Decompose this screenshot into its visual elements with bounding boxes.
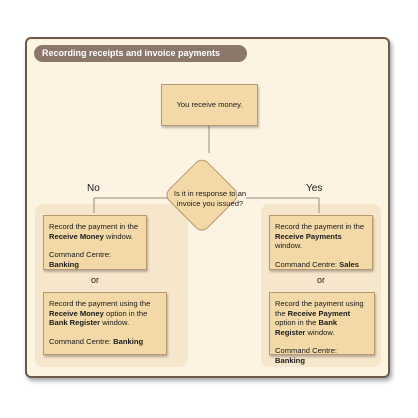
start-text: You receive money. — [176, 100, 243, 110]
receive-payments-command-centre: Command Centre: Sales — [275, 259, 360, 269]
diagram-title: Recording receipts and invoice payments — [34, 45, 247, 62]
start-box: You receive money. — [161, 84, 258, 126]
receive-payments-box: Record the payment in the Receive Paymen… — [269, 215, 373, 270]
bank-register-payment-box: Record the payment using the Receive Pay… — [269, 292, 375, 365]
receive-money-box: Record the payment in the Receive Money … — [43, 215, 147, 270]
bank-register-money-instruction: Record the payment using the Receive Mon… — [49, 299, 151, 328]
left-or-label: or — [90, 275, 99, 285]
no-label: No — [87, 183, 100, 194]
decision-diamond — [166, 159, 238, 231]
bank-register-payment-command-centre: Command Centre: Banking — [275, 346, 338, 365]
right-or-label: or — [316, 275, 325, 285]
bank-register-payment-instruction: Record the payment using the Receive Pay… — [275, 299, 364, 337]
bank-register-money-box: Record the payment using the Receive Mon… — [43, 292, 167, 355]
decision-text: Is it in response to an invoice you issu… — [173, 189, 247, 208]
connector-lines — [93, 126, 320, 231]
receive-payments-instruction: Record the payment in the Receive Paymen… — [275, 222, 365, 251]
receive-money-command-centre: Command Centre: Banking — [49, 250, 112, 269]
receive-money-instruction: Record the payment in the Receive Money … — [49, 222, 139, 241]
flowchart-frame: Recording receipts and invoice payments … — [25, 37, 390, 378]
bank-register-money-command-centre: Command Centre: Banking — [49, 336, 144, 346]
yes-label: Yes — [306, 183, 323, 194]
